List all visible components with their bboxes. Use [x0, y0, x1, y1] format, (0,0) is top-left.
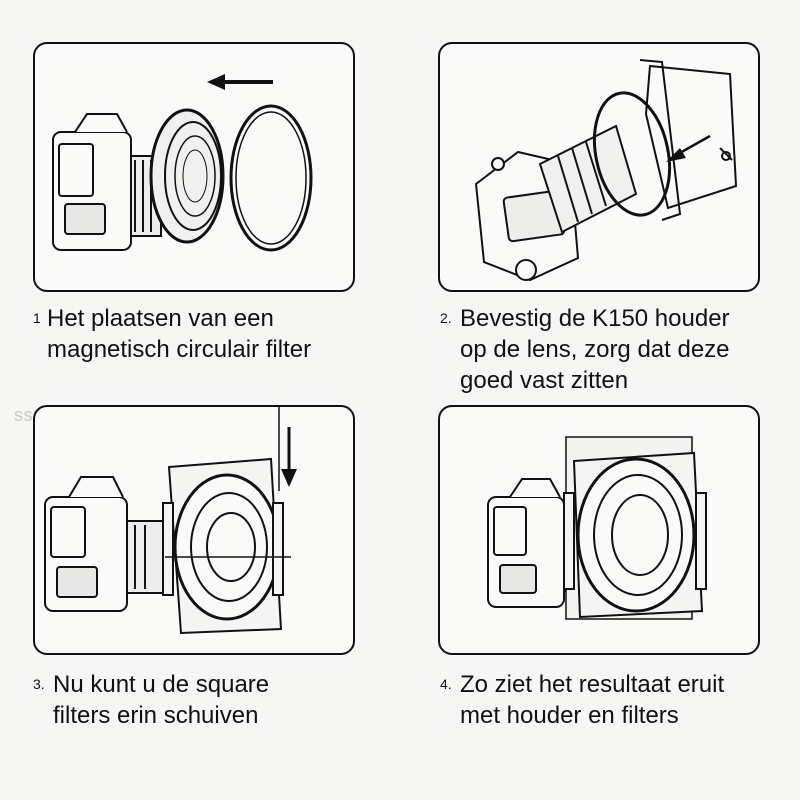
filter-holder-icon [474, 59, 738, 282]
square-filter-icon [44, 407, 297, 635]
step-2-illustration [438, 42, 760, 292]
arrow-icon [207, 74, 273, 90]
step-3-caption: 3. Nu kunt u de square filters erin schu… [33, 669, 269, 731]
step-1-caption: 1 Het plaatsen van een magnetisch circul… [33, 303, 311, 365]
camera-icon [52, 113, 162, 251]
caption-line: Het plaatsen van een [47, 305, 274, 332]
step-number: 3. [33, 676, 45, 692]
caption-line: op de lens, zorg dat deze [460, 336, 730, 363]
step-3-illustration [33, 405, 355, 655]
step-2-caption: 2. Bevestig de K150 houder op de lens, z… [440, 303, 730, 396]
magnetic-ring-icon [52, 74, 313, 252]
caption-line: goed vast zitten [460, 367, 629, 394]
caption-line: Zo ziet het resultaat eruit [460, 671, 725, 698]
caption-line: magnetisch circulair filter [47, 336, 312, 363]
caption-line: Bevestig de K150 houder [460, 305, 730, 332]
step-number: 2. [440, 310, 452, 326]
arrow-icon [666, 134, 711, 162]
step-4-illustration [438, 405, 760, 655]
step-4-caption: 4. Zo ziet het resultaat eruit met houde… [440, 669, 724, 731]
step-1-illustration [33, 42, 355, 292]
caption-line: filters erin schuiven [53, 702, 259, 729]
step-number: 4. [440, 676, 452, 692]
caption-line: Nu kunt u de square [53, 671, 270, 698]
step-number: 1 [33, 310, 41, 326]
camera-icon [44, 476, 164, 612]
camera-icon [487, 478, 581, 608]
arrow-icon [281, 427, 297, 487]
square-filter-icon [487, 436, 707, 620]
caption-line: met houder en filters [460, 702, 679, 729]
